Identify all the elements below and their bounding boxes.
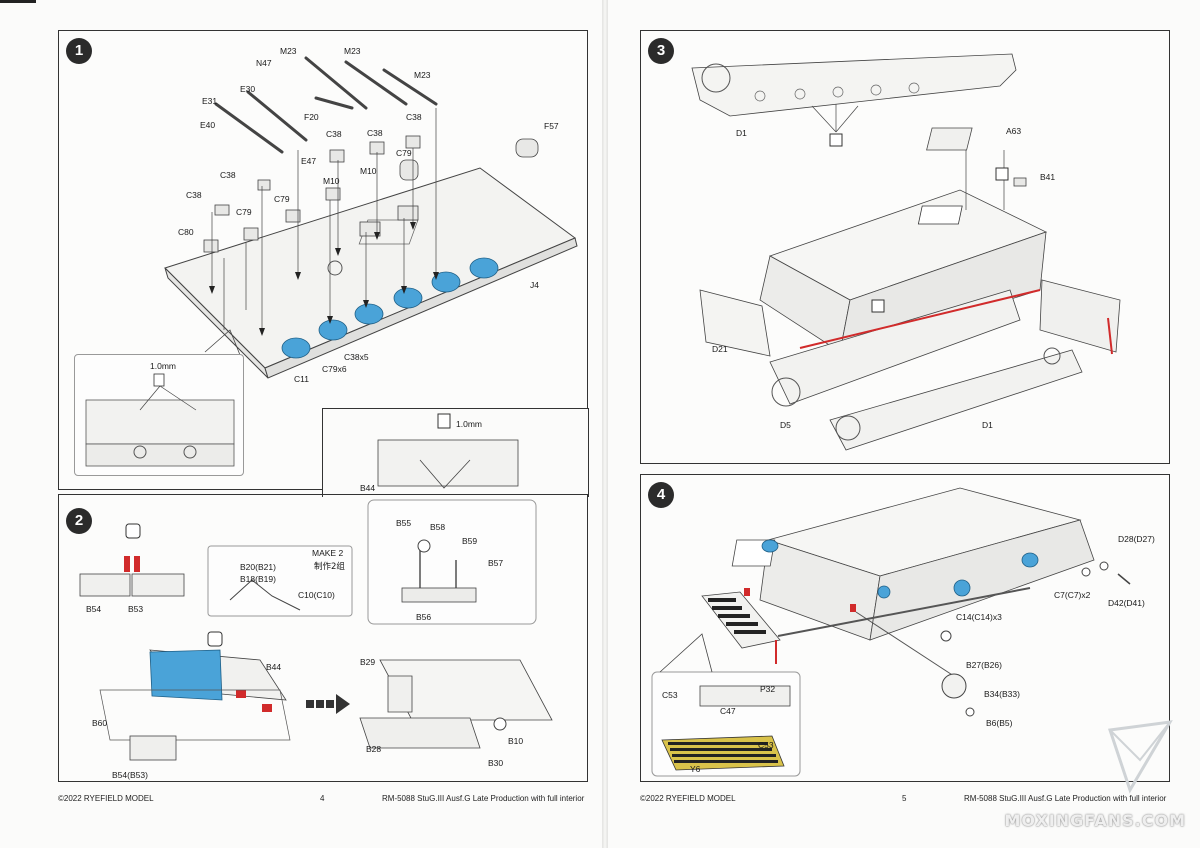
part-label: B30 [488, 758, 504, 768]
part-label: C79 [274, 194, 290, 204]
part-label: C53 [662, 690, 678, 700]
part-label: D42(D41) [1108, 598, 1145, 608]
part-label: C79 [236, 207, 252, 217]
part-label: N47 [256, 58, 272, 68]
part-label: E30 [240, 84, 256, 94]
part-label: B29 [360, 657, 376, 667]
watermark-text: MOXINGFANS.COM [1004, 811, 1186, 830]
step-4-badge: 4 [648, 482, 674, 508]
part-label: B54(B53) [112, 770, 148, 780]
part-label: C38 [186, 190, 202, 200]
part-label: B55 [396, 518, 412, 528]
part-label: C53 [758, 740, 774, 750]
measure-label: 1.0mm [456, 419, 482, 429]
part-label: C38 [326, 129, 342, 139]
step-2-badge: 2 [66, 508, 92, 534]
make-label: MAKE 2 [312, 548, 344, 558]
part-label: C79x6 [322, 364, 347, 374]
part-label: C7(C7)x2 [1054, 590, 1091, 600]
part-label: C38 [220, 170, 236, 180]
part-label: M23 [414, 70, 431, 80]
part-label: B53 [128, 604, 144, 614]
part-label: C14(C14)x3 [956, 612, 1002, 622]
footer-copyright: ©2022 RYEFIELD MODEL [640, 794, 736, 803]
step-2-top-edge [322, 408, 589, 497]
book-spine [602, 0, 608, 848]
part-label: P32 [760, 684, 776, 694]
part-label: D1 [736, 128, 747, 138]
part-label: M10 [323, 176, 340, 186]
part-label: B10 [508, 736, 524, 746]
part-label: C38 [406, 112, 422, 122]
page-number: 4 [320, 794, 325, 803]
footer-product: RM-5088 StuG.III Ausf.G Late Production … [382, 794, 585, 803]
part-label: B54 [86, 604, 102, 614]
part-label: F57 [544, 121, 559, 131]
part-label: B41 [1040, 172, 1056, 182]
footer-product: RM-5088 StuG.III Ausf.G Late Production … [964, 794, 1167, 803]
part-label: E40 [200, 120, 216, 130]
part-label: B60 [92, 718, 108, 728]
part-label: C38 [367, 128, 383, 138]
part-label: B28 [366, 744, 382, 754]
step-1-badge: 1 [66, 38, 92, 64]
part-label: D1 [982, 420, 993, 430]
part-label: Y6 [690, 764, 701, 774]
part-label: B18(B19) [240, 574, 276, 584]
part-label: B20(B21) [240, 562, 276, 572]
part-label: C10(C10) [298, 590, 335, 600]
part-label: D21 [712, 344, 728, 354]
part-label: B6(B5) [986, 718, 1013, 728]
part-label: M23 [344, 46, 361, 56]
part-label: B56 [416, 612, 432, 622]
part-label: D28(D27) [1118, 534, 1155, 544]
part-label: B44 [360, 483, 376, 493]
part-label: F20 [304, 112, 319, 122]
part-label: B44 [266, 662, 282, 672]
part-label: M23 [280, 46, 297, 56]
part-label: B57 [488, 558, 504, 568]
part-label: B58 [430, 522, 446, 532]
step-1-inset-measure: 1.0mm [150, 361, 176, 371]
part-label: E47 [301, 156, 317, 166]
corner-mark [0, 0, 36, 3]
make-label-cn: 制作2组 [314, 562, 345, 572]
part-label: C11 [294, 374, 309, 384]
part-label: C38x5 [344, 352, 369, 362]
part-label: B34(B33) [984, 689, 1020, 699]
part-label: C47 [720, 706, 736, 716]
part-label: C79 [396, 148, 412, 158]
part-label: E31 [202, 96, 218, 106]
footer-copyright: ©2022 RYEFIELD MODEL [58, 794, 154, 803]
part-label: C80 [178, 227, 194, 237]
part-label: D5 [780, 420, 791, 430]
part-label: A63 [1006, 126, 1022, 136]
part-label: J4 [530, 280, 539, 290]
part-label: M10 [360, 166, 377, 176]
step-3-badge: 3 [648, 38, 674, 64]
page-number: 5 [902, 794, 907, 803]
part-label: B27(B26) [966, 660, 1002, 670]
part-label: B59 [462, 536, 478, 546]
